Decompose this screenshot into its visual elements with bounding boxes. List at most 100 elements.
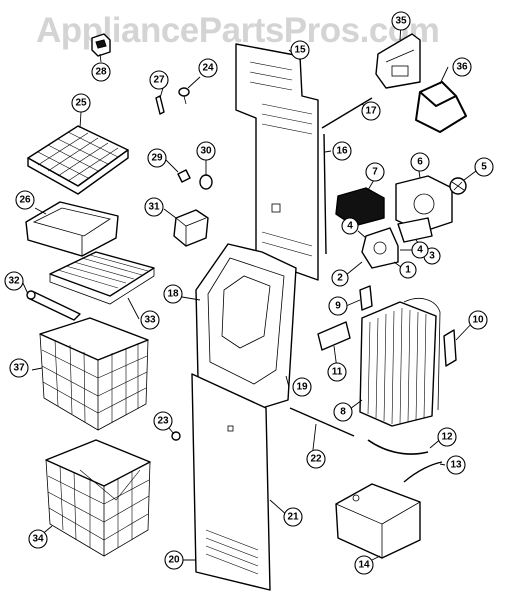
part-26-ice-bin: [25, 201, 119, 257]
callout-label: 25: [75, 98, 87, 109]
part-31-block: [173, 209, 209, 247]
callout-label: 28: [95, 67, 107, 78]
part-36-wire-frame: [415, 81, 467, 133]
callout-14[interactable]: 14: [354, 555, 374, 575]
part-22-strip: [289, 407, 355, 437]
part-33-wire-shelf: [49, 251, 155, 305]
callout-label: 23: [157, 416, 169, 427]
callout-10[interactable]: 10: [468, 310, 488, 330]
callout-9[interactable]: 9: [328, 296, 348, 316]
callout-32[interactable]: 32: [4, 271, 24, 291]
callout-22[interactable]: 22: [306, 449, 326, 469]
part-35-bracket: [375, 33, 421, 89]
part-16-strip: [323, 133, 327, 255]
callout-18[interactable]: 18: [163, 284, 183, 304]
callout-20[interactable]: 20: [164, 550, 184, 570]
part-11-block: [317, 321, 351, 351]
callout-24[interactable]: 24: [198, 58, 218, 78]
callout-label: 21: [287, 512, 299, 523]
callout-label: 3: [429, 251, 435, 262]
callout-label: 24: [202, 63, 214, 74]
callout-6[interactable]: 6: [410, 152, 430, 172]
callout-label: 1: [405, 265, 411, 276]
callout-36[interactable]: 36: [452, 57, 472, 77]
callout-8[interactable]: 8: [333, 402, 353, 422]
part-20-lower-panel: [191, 373, 271, 591]
callout-21[interactable]: 21: [283, 507, 303, 527]
callout-label: 8: [340, 407, 346, 418]
callout-33[interactable]: 33: [140, 310, 160, 330]
callout-16[interactable]: 16: [332, 141, 352, 161]
callout-label: 29: [151, 153, 163, 164]
callout-label: 12: [441, 432, 453, 443]
part-30-knob: [199, 174, 213, 190]
callout-19[interactable]: 19: [292, 377, 312, 397]
part-3-fan-motor: [397, 217, 433, 243]
callout-label: 9: [335, 301, 341, 312]
callout-label: 36: [456, 62, 468, 73]
part-25-ice-tray: [27, 125, 129, 195]
callout-label: 5: [481, 162, 487, 173]
callout-17[interactable]: 17: [361, 101, 381, 121]
callout-12[interactable]: 12: [437, 427, 457, 447]
part-17-strip: [321, 97, 373, 129]
part-15-upper-panel: [235, 43, 319, 281]
callout-label: 22: [310, 454, 322, 465]
callout-label: 6: [417, 157, 423, 168]
callout-label: 37: [13, 363, 25, 374]
callout-label: 18: [167, 289, 179, 300]
callout-31[interactable]: 31: [144, 197, 164, 217]
part-14-drain-pan: [335, 483, 421, 559]
callout-30[interactable]: 30: [196, 141, 216, 161]
callout-label: 11: [332, 367, 343, 378]
callout-label: 7: [372, 167, 378, 178]
part-37-wire-basket: [39, 317, 149, 431]
callout-label: 17: [365, 106, 377, 117]
callout-13[interactable]: 13: [446, 455, 466, 475]
callout-label: 26: [19, 195, 31, 206]
callout-26[interactable]: 26: [15, 190, 35, 210]
callout-34[interactable]: 34: [28, 529, 48, 549]
callout-28[interactable]: 28: [91, 62, 111, 82]
callout-label: 15: [294, 45, 306, 56]
callout-label: 32: [8, 276, 20, 287]
part-8-evaporator: [359, 298, 441, 427]
callout-37[interactable]: 37: [9, 358, 29, 378]
part-9-small-bracket: [359, 285, 373, 311]
callout-27[interactable]: 27: [149, 70, 169, 90]
callout-15[interactable]: 15: [290, 40, 310, 60]
callout-label: 30: [200, 146, 212, 157]
callout-label: 13: [450, 460, 462, 471]
part-7-gasket: [335, 187, 385, 227]
callout-label: 35: [395, 16, 407, 27]
callout-2[interactable]: 2: [331, 269, 349, 287]
callout-label: 20: [168, 555, 180, 566]
callout-5[interactable]: 5: [474, 157, 494, 177]
callout-7[interactable]: 7: [365, 162, 385, 182]
callout-1[interactable]: 1: [399, 261, 417, 279]
callout-label: 4: [417, 245, 423, 256]
callout-25[interactable]: 25: [71, 93, 91, 113]
callout-label: 33: [144, 315, 156, 326]
part-29-cap: [177, 169, 191, 183]
part-27-pin: [155, 95, 165, 115]
callout-label: 31: [148, 202, 160, 213]
part-34-wire-basket: [45, 439, 151, 557]
part-1-motor-bracket: [361, 227, 399, 269]
callout-29[interactable]: 29: [147, 148, 167, 168]
part-5-fan-blade: [449, 177, 467, 195]
callout-label: 2: [337, 273, 343, 284]
callout-4a[interactable]: 4: [341, 217, 359, 235]
callout-label: 14: [358, 560, 370, 571]
callout-23[interactable]: 23: [153, 411, 173, 431]
callout-label: 16: [336, 146, 348, 157]
part-13-wire: [403, 461, 443, 483]
callout-35[interactable]: 35: [391, 11, 411, 31]
part-32-rod: [26, 290, 81, 321]
callout-label: 4: [347, 221, 353, 232]
part-24-screw: [178, 87, 190, 105]
callout-11[interactable]: 11: [327, 362, 347, 382]
callout-label: 27: [153, 75, 165, 86]
callout-4b[interactable]: 4: [411, 241, 429, 259]
